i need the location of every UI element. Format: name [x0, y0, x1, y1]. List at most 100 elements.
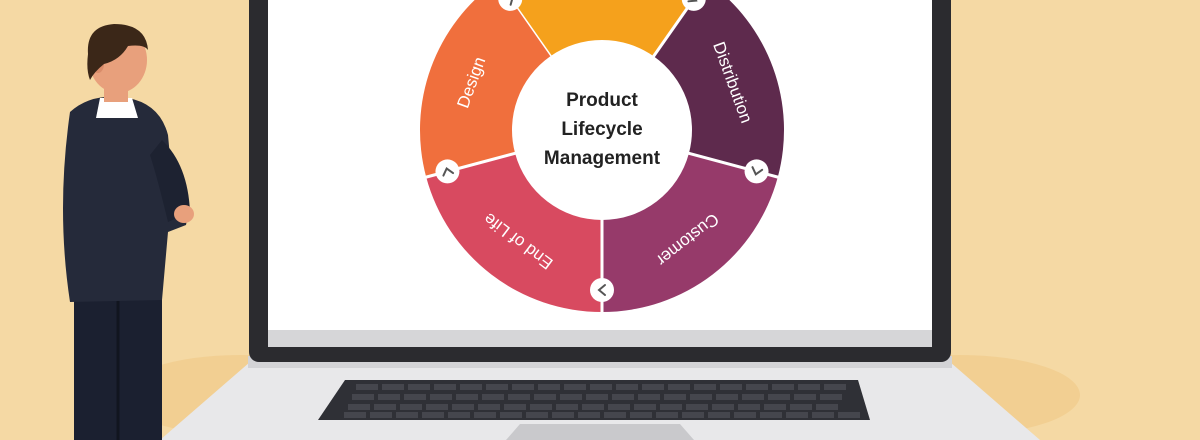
keyboard-key [820, 394, 842, 400]
keyboard-key [694, 384, 716, 390]
keyboard-key [686, 404, 708, 410]
segment-distribution [653, 0, 784, 178]
keyboard-key [408, 384, 430, 390]
keyboard-key [396, 412, 418, 418]
keyboard-key [474, 412, 496, 418]
chevron-right-icon [590, 278, 614, 302]
keyboard-key [764, 404, 786, 410]
keyboard-key [426, 404, 448, 410]
keyboard-key [582, 404, 604, 410]
screen-bottom-bar [268, 330, 932, 347]
arm [150, 140, 190, 222]
chevron-right-icon [435, 159, 460, 184]
keyboard-key [430, 394, 452, 400]
trackpad [506, 424, 694, 440]
keyboard-key [790, 404, 812, 410]
keyboard-key [486, 384, 508, 390]
keyboard-key [344, 412, 366, 418]
keyboard-key [556, 404, 578, 410]
keyboard-key [608, 404, 630, 410]
keyboard-key [552, 412, 574, 418]
keyboard-key [794, 394, 816, 400]
keyboard-key [746, 384, 768, 390]
keyboard-key [812, 412, 834, 418]
keyboard-key [824, 384, 846, 390]
keyboard-key [708, 412, 730, 418]
keyboard-keys [344, 384, 860, 418]
hair [87, 24, 148, 80]
keyboard-key [712, 404, 734, 410]
keyboard-key [356, 384, 378, 390]
businessman-figure [63, 24, 194, 440]
center-title-line-2: Lifecycle [561, 119, 643, 140]
segment-design [420, 0, 551, 178]
keyboard-key [530, 404, 552, 410]
keyboard-key [560, 394, 582, 400]
keyboard-key [538, 384, 560, 390]
keyboard-key [512, 384, 534, 390]
cycle-arrows [435, 0, 769, 302]
keyboard-key [404, 394, 426, 400]
keyboard-key [760, 412, 782, 418]
keyboard-key [838, 412, 860, 418]
keyboard-key [478, 404, 500, 410]
keyboard-key [448, 412, 470, 418]
keyboard-key [508, 394, 530, 400]
keyboard-key [656, 412, 678, 418]
hand [174, 205, 194, 223]
keyboard-key [352, 394, 374, 400]
chevron-right-icon [498, 0, 523, 11]
segment-divider [651, 0, 695, 59]
keyboard-key [798, 384, 820, 390]
center-title-line-1: Product [566, 90, 638, 111]
keyboard-key [500, 412, 522, 418]
keyboard-key [668, 384, 690, 390]
keyboard-key [772, 384, 794, 390]
keyboard-key [716, 394, 738, 400]
keyboard-key [660, 404, 682, 410]
keyboard-key [816, 404, 838, 410]
segment-manufacturing [510, 0, 694, 57]
keyboard-key [374, 404, 396, 410]
keyboard-key [456, 394, 478, 400]
keyboard-key [590, 384, 612, 390]
keyboard-key [664, 394, 686, 400]
chevron-right-icon [744, 159, 769, 184]
keyboard-key [690, 394, 712, 400]
keyboard-key [638, 394, 660, 400]
keyboard-key [534, 394, 556, 400]
keyboard-key [734, 412, 756, 418]
segment-customer [602, 153, 778, 312]
keyboard-key [604, 412, 626, 418]
chevron-right-icon [681, 0, 706, 11]
keyboard-key [768, 394, 790, 400]
keyboard-key [434, 384, 456, 390]
center-title-line-3: Management [543, 148, 661, 169]
keyboard-key [370, 412, 392, 418]
keyboard-key [400, 404, 422, 410]
keyboard-key [634, 404, 656, 410]
center-circle [514, 42, 690, 218]
keyboard-key [382, 384, 404, 390]
center-title: Product Lifecycle Management [520, 86, 684, 173]
keyboard-key [682, 412, 704, 418]
keyboard-key [578, 412, 600, 418]
keyboard-key [612, 394, 634, 400]
keyboard-key [742, 394, 764, 400]
keyboard-key [482, 394, 504, 400]
keyboard-key [586, 394, 608, 400]
keyboard-key [422, 412, 444, 418]
keyboard-key [616, 384, 638, 390]
keyboard-key [720, 384, 742, 390]
keyboard-key [378, 394, 400, 400]
segment-end-of-life [426, 153, 602, 312]
keyboard-key [738, 404, 760, 410]
shirt-collar [96, 98, 138, 118]
keyboard-key [630, 412, 652, 418]
keyboard-key [348, 404, 370, 410]
keyboard-key [452, 404, 474, 410]
keyboard-key [564, 384, 586, 390]
lifecycle-wheel [420, 0, 784, 314]
keyboard-key [526, 412, 548, 418]
